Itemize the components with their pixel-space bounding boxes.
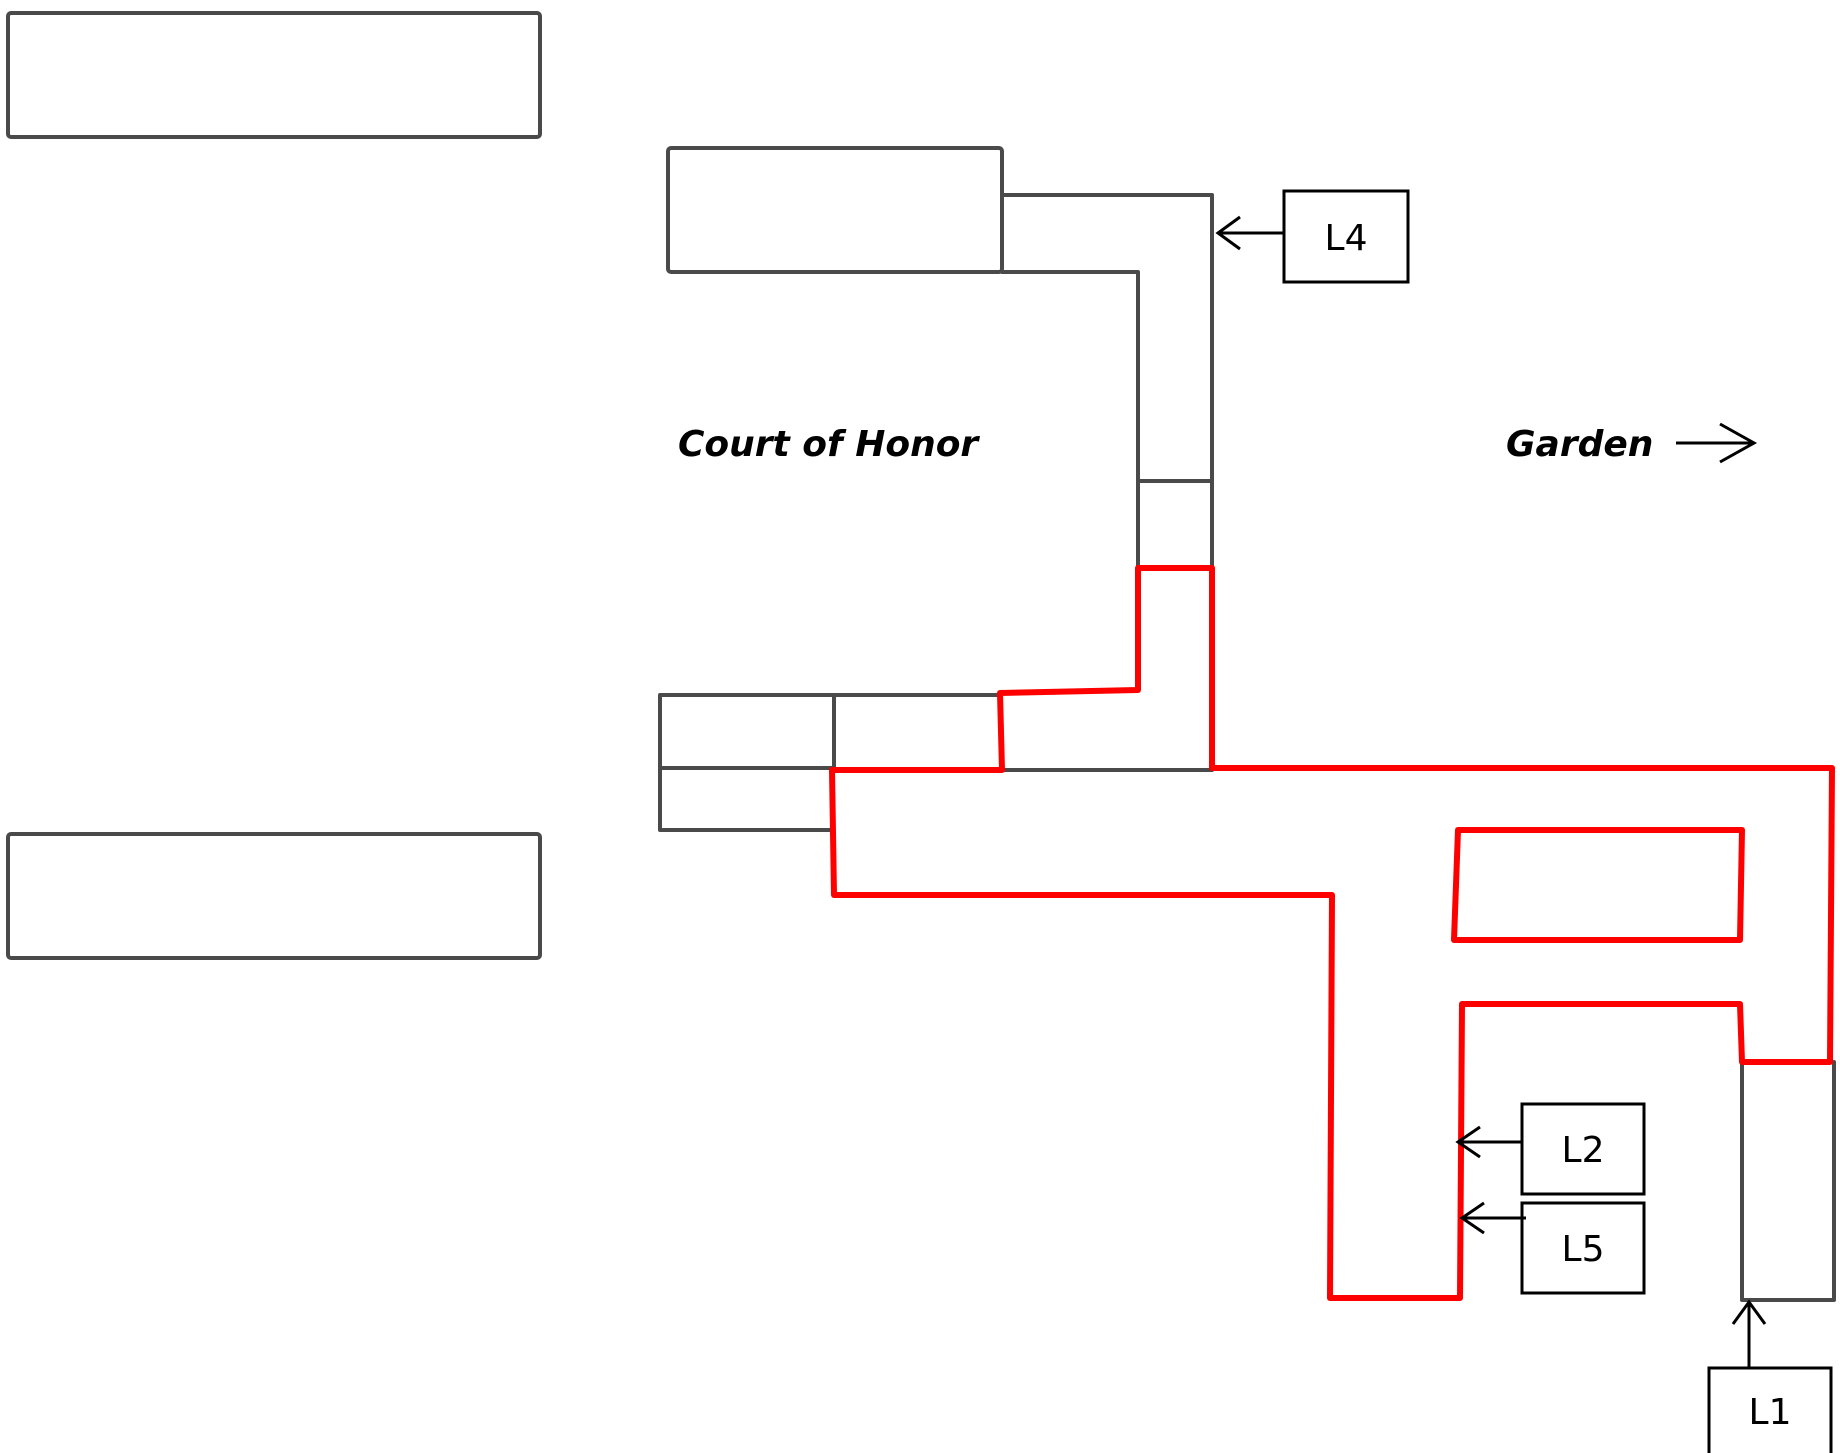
marker-l5: L5 <box>1459 1201 1646 1295</box>
area-label-court-of-honor: Court of Honor <box>678 424 980 465</box>
marker-l4: L4 <box>1215 189 1410 284</box>
marker-l2-arrow-icon <box>1455 1125 1522 1159</box>
marker-l2-box <box>1520 1102 1646 1196</box>
garden-direction-arrow-icon <box>1676 422 1758 464</box>
marker-l4-box <box>1282 189 1410 284</box>
marker-l5-text: L5 <box>1562 1229 1605 1270</box>
highlighted-route-inner-block <box>1451 827 1745 943</box>
building-middle-left-lower <box>658 766 834 832</box>
marker-l5-arrow-icon <box>1459 1201 1526 1235</box>
marker-l1-text: L1 <box>1749 1392 1792 1433</box>
marker-l1: L1 <box>1707 1299 1833 1453</box>
building-middle-left-block <box>658 693 1001 770</box>
marker-l2: L2 <box>1455 1102 1646 1196</box>
highlighted-route-outline <box>829 565 1835 1301</box>
area-label-garden: Garden <box>1506 424 1653 465</box>
building-top-left <box>6 11 542 139</box>
marker-l1-box <box>1707 1366 1833 1453</box>
marker-l4-text: L4 <box>1325 218 1368 259</box>
building-upper-block <box>666 146 1004 274</box>
marker-l4-arrow-icon <box>1215 215 1284 251</box>
marker-l5-box <box>1520 1201 1646 1295</box>
marker-l1-arrow-icon <box>1731 1299 1767 1368</box>
marker-l2-text: L2 <box>1562 1130 1605 1171</box>
building-upper-corridor <box>1000 193 1214 570</box>
building-bottom-left <box>6 832 542 960</box>
building-bottom-right-block <box>1740 1060 1836 1302</box>
